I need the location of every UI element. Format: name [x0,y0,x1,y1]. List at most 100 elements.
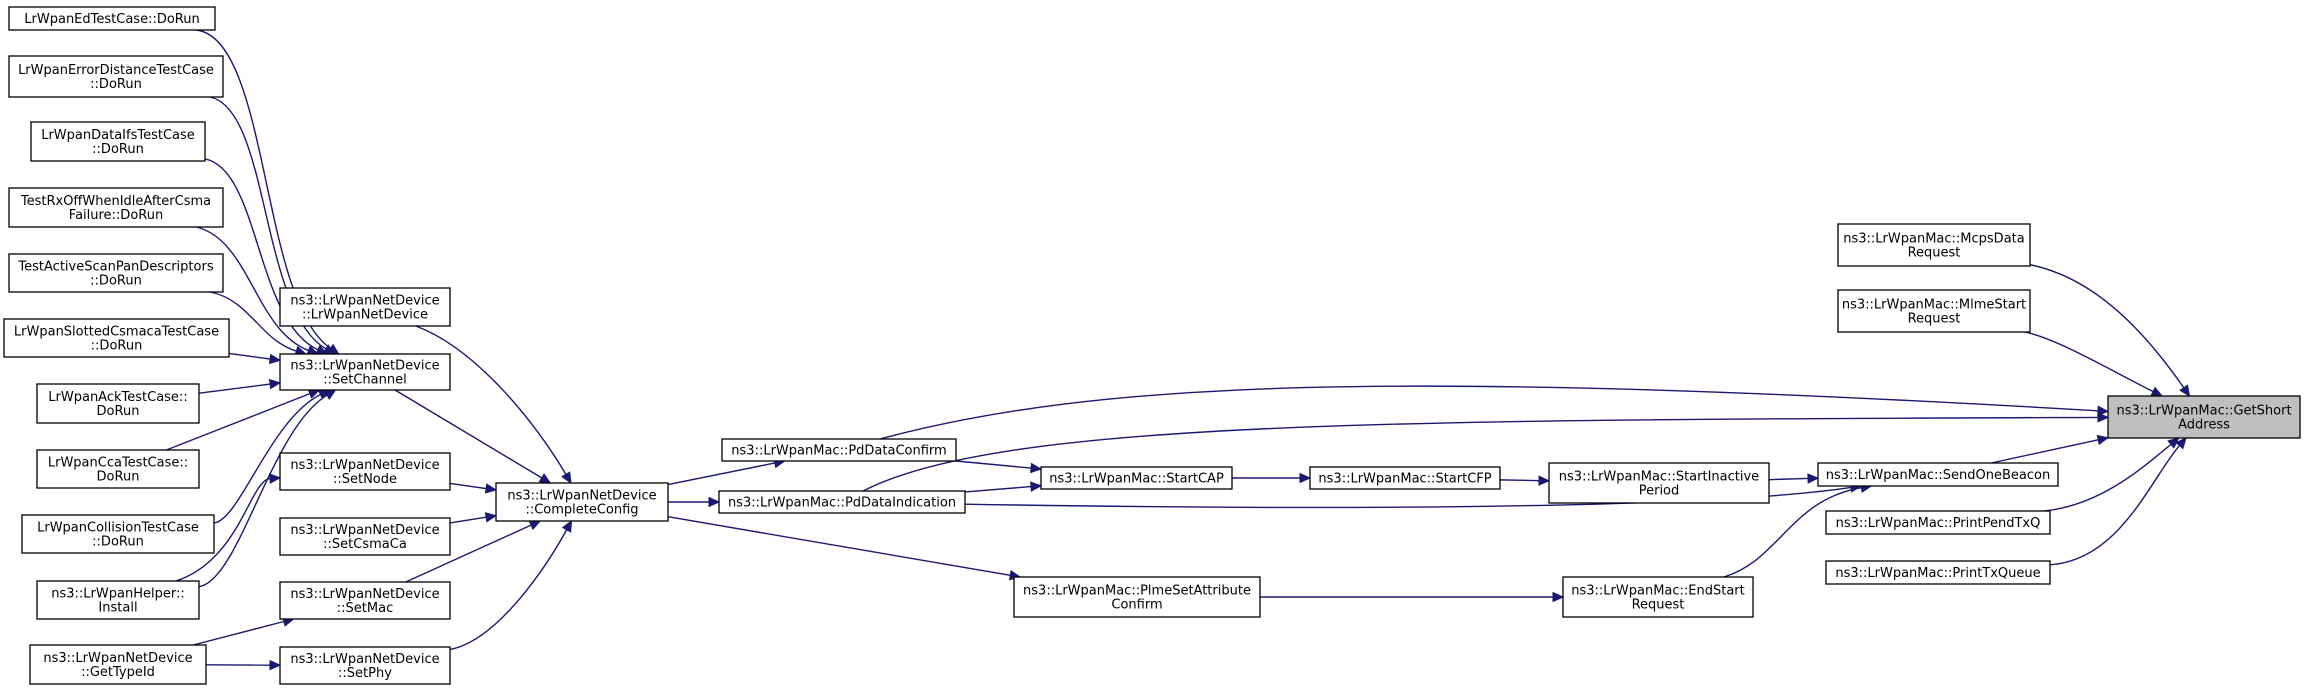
edge-line [2049,445,2181,566]
node-label: ::SetMac [337,601,393,616]
node-box [279,646,451,685]
node-pdconfirm[interactable]: ns3::LrWpanMac::PdDataConfirm [721,438,957,462]
node-startcfp[interactable]: ns3::LrWpanMac::StartCFP [1309,466,1501,490]
node-label: ::DoRun [91,339,143,354]
node-label: LrWpanCollisionTestCase [37,521,199,536]
node-box [279,287,451,327]
arrowhead [484,483,498,494]
node-box [1013,576,1261,618]
node-setphy[interactable]: ns3::LrWpanNetDevice::SetPhy [279,646,451,685]
arrowhead [561,471,572,485]
node-box [1817,462,2059,487]
node-dataifs[interactable]: LrWpanDataIfsTestCase::DoRun [30,121,206,162]
node-label: ns3::LrWpanNetDevice [290,523,439,538]
node-printtx[interactable]: ns3::LrWpanMac::PrintTxQueue [1825,560,2051,585]
edge-line [964,485,1032,493]
node-label: LrWpanEdTestCase::DoRun [24,12,199,27]
node-setchannel[interactable]: ns3::LrWpanNetDevice::SetChannel [279,353,451,391]
node-setcsmaca[interactable]: ns3::LrWpanNetDevice::SetCsmaCa [279,517,451,556]
edge-completeconfig-to-pdindication [668,496,721,508]
node-label: ns3::LrWpanNetDevice [290,294,439,309]
node-label: Install [98,601,137,616]
edge-line [667,462,775,486]
node-label: ns3::LrWpanMac::PdDataIndication [728,496,956,511]
node-label: LrWpanCcaTestCase:: [48,456,188,471]
node-setmac[interactable]: ns3::LrWpanNetDevice::SetMac [279,581,451,620]
node-startcap[interactable]: ns3::LrWpanMac::StartCAP [1040,466,1233,490]
node-sendbeacon[interactable]: ns3::LrWpanMac::SendOneBeacon [1817,462,2059,487]
edge-setcsmaca-to-completeconfig [449,512,498,524]
arrowhead [2150,386,2164,397]
node-box [279,452,451,491]
node-lrwpannetdevice[interactable]: ns3::LrWpanNetDevice::LrWpanNetDevice [279,287,451,327]
edge-line [449,482,487,490]
node-label: Failure::DoRun [69,208,163,223]
edge-line [166,393,311,451]
node-box [36,449,200,489]
node-label: ns3::LrWpanMac::MlmeStart [1842,298,2026,313]
node-activescan[interactable]: TestActiveScanPanDescriptors::DoRun [8,253,224,293]
node-label: ::GetTypeId [81,665,155,680]
node-pdindication[interactable]: ns3::LrWpanMac::PdDataIndication [718,490,966,514]
arrowhead [1030,481,1043,492]
node-edtest[interactable]: LrWpanEdTestCase::DoRun [8,6,216,31]
node-label: LrWpanErrorDistanceTestCase [18,63,214,78]
node-ccatest[interactable]: LrWpanCcaTestCase::DoRun [36,449,200,489]
node-label: LrWpanSlottedCsmacaTestCase [14,325,219,340]
edge-pdindication-to-getshort [862,412,2110,492]
node-setnode[interactable]: ns3::LrWpanNetDevice::SetNode [279,452,451,491]
edge-line [2025,331,2154,393]
edge-line [955,460,1032,469]
edge-startcfp-to-startinactive [1499,475,1551,486]
node-label: ns3::LrWpanMac::PrintTxQueue [1835,566,2040,581]
edge-printtx-to-getshort [2049,437,2187,566]
arrowhead [2097,412,2110,423]
node-box [8,187,224,228]
node-box [36,383,200,424]
node-acktest[interactable]: LrWpanAckTestCase::DoRun [36,383,200,424]
arrowhead [269,473,282,484]
node-label: Request [1908,312,1961,327]
arrowhead [2175,437,2187,450]
node-label: ns3::LrWpanMac::StartCFP [1318,472,1491,487]
edge-line [2044,443,2172,512]
node-label: ns3::LrWpanHelper:: [51,587,184,602]
edge-line [879,385,2099,440]
node-box [8,253,224,293]
node-label: ns3::LrWpanMac::GetShort [2116,404,2291,419]
node-label: ns3::LrWpanMac::PlmeSetAttribute [1023,584,1251,599]
node-label: ::DoRun [90,274,142,289]
node-slotted[interactable]: LrWpanSlottedCsmacaTestCase::DoRun [3,318,230,358]
node-label: ns3::LrWpanNetDevice [290,652,439,667]
edge-line [449,529,568,651]
node-completeconfig[interactable]: ns3::LrWpanNetDevice::CompleteConfig [495,482,669,522]
edge-setnode-to-completeconfig [449,482,498,494]
edge-helperinstall-to-setnode [175,473,282,582]
edge-mlme-to-getshort [2025,331,2164,397]
node-box [279,517,451,556]
edge-completeconfig-to-plme [667,516,1022,581]
node-box [1548,462,1770,504]
node-helperinstall[interactable]: ns3::LrWpanHelper::Install [36,580,200,620]
edge-line [394,389,543,479]
node-collision[interactable]: LrWpanCollisionTestCase::DoRun [21,514,215,554]
edge-pdconfirm-to-startcap [955,460,1043,474]
edge-line [2029,264,2185,389]
edge-line [964,486,1852,509]
edge-lrwpannetdevice-to-completeconfig [415,325,572,485]
node-label: LrWpanDataIfsTestCase [41,128,195,143]
node-label: TestRxOffWhenIdleAfterCsma [20,194,211,209]
node-gettypeid[interactable]: ns3::LrWpanNetDevice::GetTypeId [29,644,207,685]
arrowhead [2096,434,2110,446]
arrowhead [2179,384,2191,398]
node-printpend[interactable]: ns3::LrWpanMac::PrintPendTxQ [1825,510,2051,535]
node-errordist[interactable]: LrWpanErrorDistanceTestCase::DoRun [8,55,224,98]
node-label: ::LrWpanNetDevice [302,308,428,323]
